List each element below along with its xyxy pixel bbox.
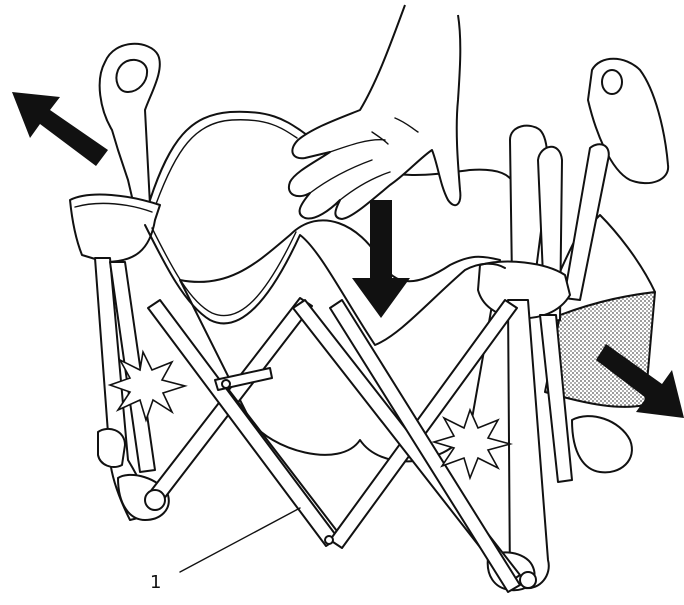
arrow-up-left-icon xyxy=(12,92,108,166)
right-handle-arm xyxy=(563,143,610,301)
frame-pivot-left xyxy=(221,379,231,389)
seat-front-rim xyxy=(144,224,506,346)
callout-label-1: 1 xyxy=(150,572,161,593)
frame-pivot-bottom-left xyxy=(144,489,166,511)
left-tray-rim xyxy=(74,202,153,213)
frame-pivot-center xyxy=(324,535,334,545)
toy-attachment-eye xyxy=(601,69,623,95)
left-foot-pad xyxy=(97,427,126,468)
left-handle xyxy=(98,42,161,211)
arrow-down-right-icon xyxy=(596,344,684,418)
left-tray xyxy=(69,193,161,263)
seat-fabric-back xyxy=(179,219,501,463)
callout-leader-line xyxy=(179,507,301,573)
right-foot-upper xyxy=(571,415,633,474)
burst-icon xyxy=(107,349,188,423)
seat-back-loop-inner xyxy=(155,119,298,205)
hand-icon xyxy=(287,4,462,220)
right-leg-post-back xyxy=(539,314,573,483)
frame-tubes xyxy=(147,297,521,593)
arrow-down-icon xyxy=(352,200,410,318)
burst-icon xyxy=(431,407,514,481)
seat-front-rim-inner xyxy=(151,227,297,317)
left-handle-hole xyxy=(115,58,149,93)
right-foot-pivot xyxy=(519,571,537,589)
